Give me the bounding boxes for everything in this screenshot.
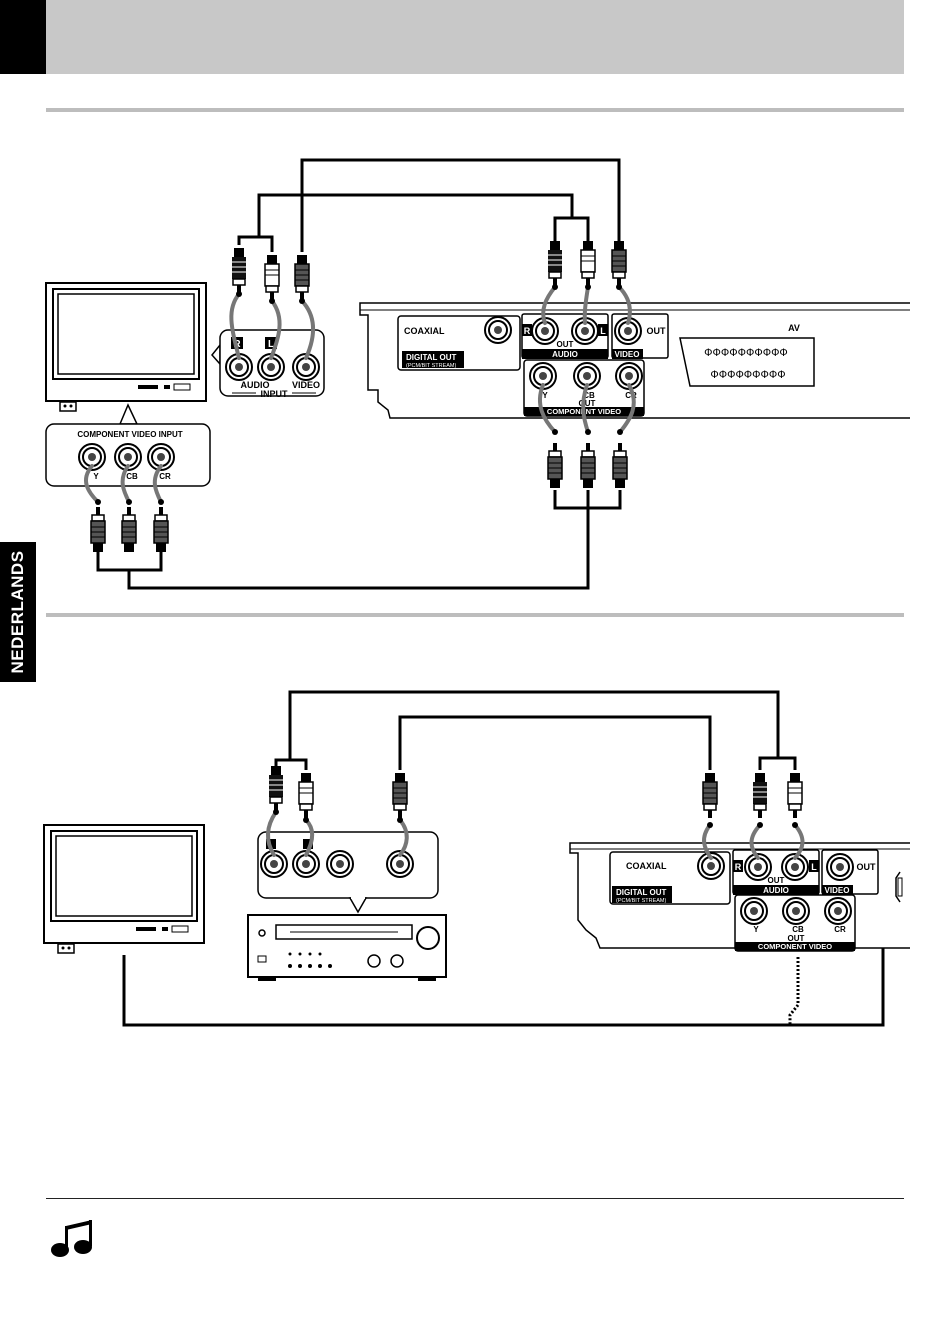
plug-video-1: [295, 255, 309, 300]
tv-component-title: COMPONENT VIDEO INPUT: [77, 430, 182, 439]
player-badge-l-1: L: [600, 326, 606, 336]
video-out-label-1: OUT: [647, 326, 667, 336]
video-out-label-2: OUT: [857, 862, 877, 872]
audio-out-label-1: OUT: [557, 340, 574, 349]
plug-audio-r-player-2: [753, 773, 767, 818]
tv-input-label: INPUT: [261, 389, 289, 399]
component-y-jack-2: [741, 898, 767, 924]
tv-cb-label: CB: [126, 472, 138, 481]
plug-y-tv: [91, 507, 105, 552]
plug-video-player-1: [612, 241, 626, 286]
svg-text:ФФФФФФФФФ: ФФФФФФФФФ: [710, 369, 785, 381]
plug-audio-r-player-1: [548, 241, 562, 286]
plug-digital-receiver: [393, 773, 407, 818]
coaxial-label-1: COAXIAL: [404, 326, 445, 336]
component-y-label-2: Y: [753, 925, 759, 934]
plug-cb-player: [581, 443, 595, 488]
audio-label-1: AUDIO: [552, 350, 578, 359]
tv-component-panel: COMPONENT VIDEO INPUT Y CB CR: [46, 424, 210, 486]
tv-video-label: VIDEO: [292, 380, 320, 390]
audio-label-2: AUDIO: [763, 886, 789, 895]
tv-2: [44, 825, 204, 953]
plug-cr-tv: [154, 507, 168, 552]
video-out-jack-2: [827, 854, 853, 880]
component-y-label-1: Y: [542, 391, 548, 400]
plug-digital-player: [703, 773, 717, 818]
coaxial-jack-1: [485, 317, 511, 343]
component-cr-label-2: CR: [834, 925, 846, 934]
player-badge-r-2: R: [735, 862, 742, 872]
plug-audio-l-player-1: [581, 241, 595, 286]
component-cb-label-2: CB: [792, 925, 804, 934]
plug-y-player: [548, 443, 562, 488]
tv-1: [46, 283, 206, 411]
player-rear-panel-2: COAXIAL DIGITAL OUT (PCM/BIT STREAM) R L…: [570, 843, 910, 951]
digital-out-sub-2: (PCM/BIT STREAM): [616, 898, 666, 904]
plug-cr-player: [613, 443, 627, 488]
plug-audio-r-2: [269, 766, 283, 811]
plug-audio-r-1: [232, 248, 246, 293]
digital-out-label-1: DIGITAL OUT: [406, 353, 456, 362]
music-note-icon: [50, 1218, 98, 1258]
av-receiver: [248, 915, 446, 981]
av-label: AV: [788, 323, 800, 333]
tv-y-label: Y: [93, 472, 99, 481]
digital-out-sub-1: (PCM/BIT STREAM): [406, 363, 456, 369]
receiver-spare-jack: [327, 851, 353, 877]
plug-audio-l-player-2: [788, 773, 802, 818]
player-badge-r-1: R: [524, 326, 531, 336]
svg-text:ФФФФФФФФФФ: ФФФФФФФФФФ: [704, 347, 788, 359]
plug-audio-l-1: [265, 255, 279, 300]
receiver-input-panel: [258, 832, 438, 898]
component-label-2: COMPONENT VIDEO: [758, 942, 832, 951]
player-badge-l-2: L: [811, 862, 817, 872]
tv-cr-label: CR: [159, 472, 171, 481]
video-label-1: VIDEO: [615, 350, 640, 359]
plug-audio-l-2: [299, 773, 313, 818]
video-label-2: VIDEO: [825, 886, 850, 895]
component-cr-jack-2: [825, 898, 851, 924]
coaxial-label-2: COAXIAL: [626, 861, 667, 871]
digital-out-label-2: DIGITAL OUT: [616, 888, 666, 897]
plug-cb-tv: [122, 507, 136, 552]
component-cb-jack-2: [783, 898, 809, 924]
audio-out-label-2: OUT: [768, 876, 785, 885]
